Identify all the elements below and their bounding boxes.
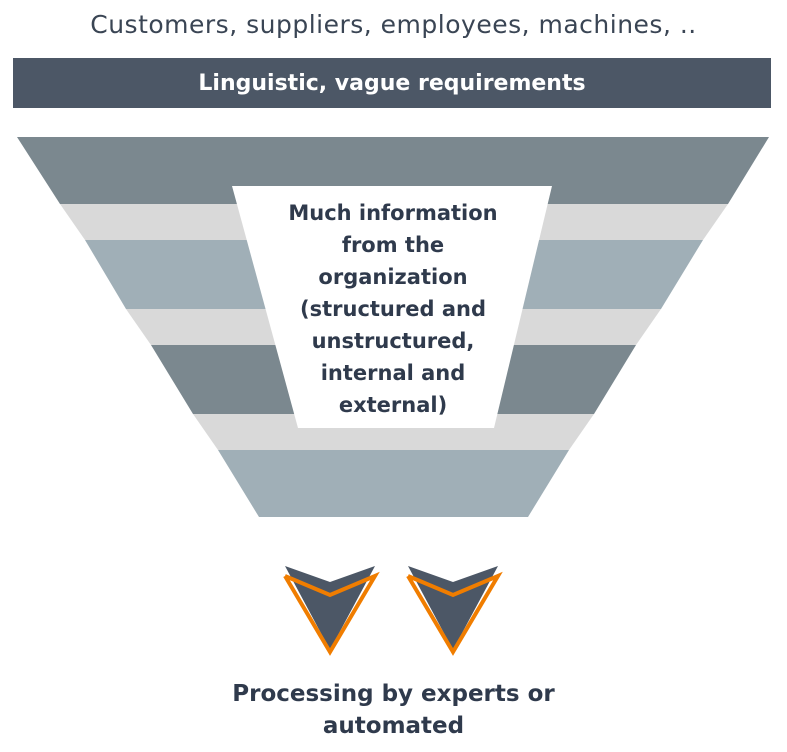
processing-caption: Processing by experts or automated bbox=[232, 681, 555, 739]
source-caption: Customers, suppliers, employees, machine… bbox=[90, 10, 697, 39]
requirements-banner: Linguistic, vague requirements bbox=[13, 58, 771, 108]
funnel-layer-1 bbox=[17, 137, 769, 204]
banner-label: Linguistic, vague requirements bbox=[198, 70, 586, 96]
chevron-down-icon bbox=[406, 566, 503, 656]
organization-information-text: Much information from the organization (… bbox=[288, 201, 498, 417]
chevron-down-icon bbox=[283, 566, 380, 656]
info-panel bbox=[232, 186, 552, 428]
funnel-layer-4 bbox=[218, 450, 569, 517]
